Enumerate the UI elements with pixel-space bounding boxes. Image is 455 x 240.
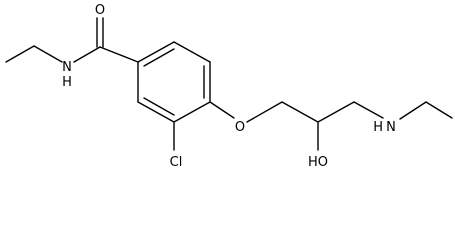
bond-ch2-amine <box>353 101 384 119</box>
bond-ch2-choh <box>281 101 319 123</box>
amine-nitrogen-label: N <box>386 120 396 135</box>
bond-choh-ch2 <box>317 101 355 123</box>
chlorine-label: Cl <box>170 155 183 170</box>
bond-n-carbonyl <box>73 46 101 63</box>
bond-ch2-ch3 <box>425 101 453 119</box>
ring-bond-2 <box>173 41 211 63</box>
amide-nitrogen-label: N <box>62 60 72 75</box>
hydroxyl-label: HO <box>308 155 328 170</box>
bond-carbonyl-ring <box>99 46 139 63</box>
chemical-structure-diagram: N H O Cl O HO N H <box>5 3 453 170</box>
ring-inner-bond-1 <box>143 48 175 67</box>
bond-amine-ch2 <box>399 101 427 120</box>
carbonyl-oxygen-label: O <box>95 3 105 18</box>
amine-hydrogen-label: H <box>373 120 383 135</box>
bond-ethyl-ch2-n <box>33 45 63 63</box>
bond-ethyl-ch3-ch2 <box>5 45 35 63</box>
structure-canvas: N H O Cl O HO N H <box>5 3 453 170</box>
ring-bond-5 <box>137 101 175 123</box>
ether-oxygen-label: O <box>235 120 245 135</box>
ring-bond-4 <box>173 101 211 123</box>
bond-ring-o <box>209 101 235 119</box>
ring-inner-bond-3 <box>143 97 175 116</box>
ring-bond-1 <box>137 41 175 63</box>
amide-hydrogen-label: H <box>62 75 72 90</box>
bond-o-ch2 <box>246 101 283 123</box>
